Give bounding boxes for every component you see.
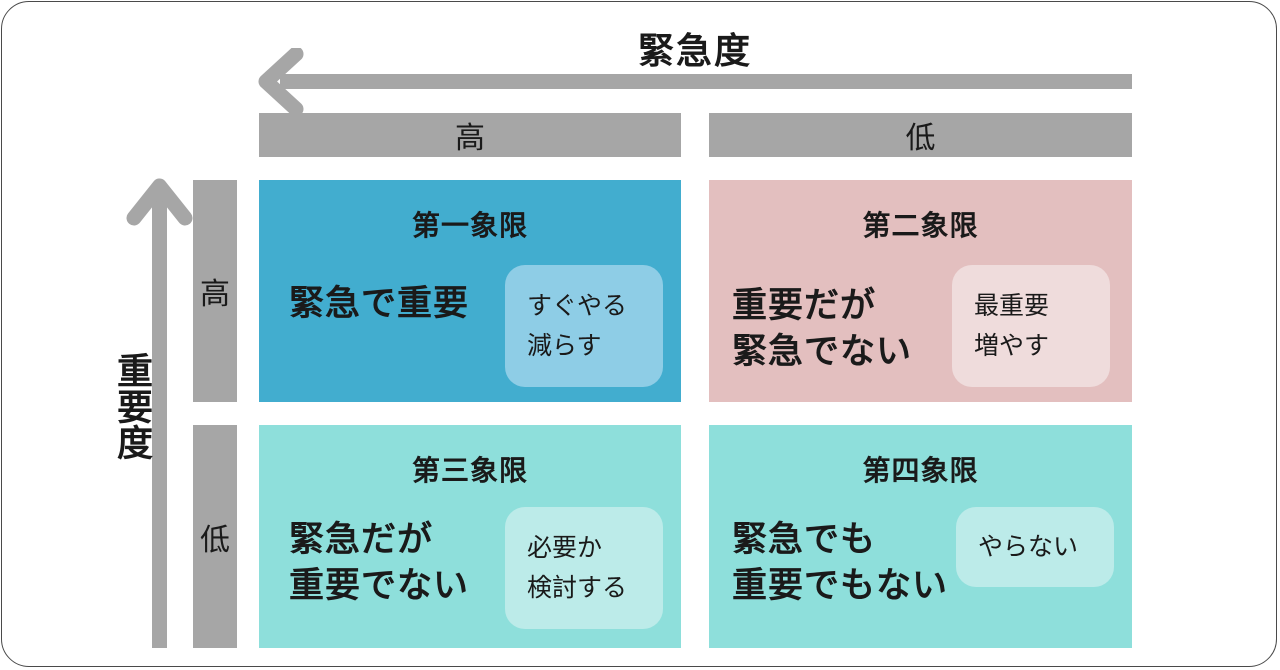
urgency-low-header: 低 — [709, 113, 1132, 157]
urgency-high-header: 高 — [259, 113, 681, 157]
quadrant-3: 第三象限 緊急だが 重要でない 必要か 検討する — [259, 425, 681, 648]
quadrant-4-action-badge: やらない — [956, 507, 1114, 587]
quadrant-1-label: 緊急で重要 — [289, 284, 470, 324]
quadrant-4-label: 緊急でも 重要でもない — [732, 520, 949, 606]
quadrant-1: 第一象限 緊急で重要 すぐやる 減らす — [259, 180, 681, 402]
quadrant-1-title: 第一象限 — [411, 209, 528, 242]
urgency-arrow-left-icon — [258, 48, 1132, 114]
quadrant-4-title: 第四象限 — [862, 454, 979, 487]
quadrant-3-label: 緊急だが 重要でない — [289, 520, 470, 606]
importance-axis-title: 重要度 — [111, 352, 152, 460]
importance-low-header: 低 — [193, 425, 237, 648]
importance-arrow-up-icon — [126, 178, 193, 648]
quadrant-3-action-badge: 必要か 検討する — [505, 507, 663, 629]
quadrant-2-label: 重要だが 緊急でない — [732, 286, 913, 372]
quadrant-3-title: 第三象限 — [411, 454, 528, 487]
quadrant-2: 第二象限 重要だが 緊急でない 最重要 増やす — [709, 180, 1132, 402]
quadrant-1-action-badge: すぐやる 減らす — [505, 265, 663, 387]
quadrant-2-action-badge: 最重要 増やす — [952, 265, 1110, 387]
quadrant-2-title: 第二象限 — [862, 209, 979, 242]
urgency-axis-title: 緊急度 — [637, 31, 752, 72]
importance-high-header: 高 — [193, 180, 237, 402]
quadrant-4: 第四象限 緊急でも 重要でもない やらない — [709, 425, 1132, 648]
